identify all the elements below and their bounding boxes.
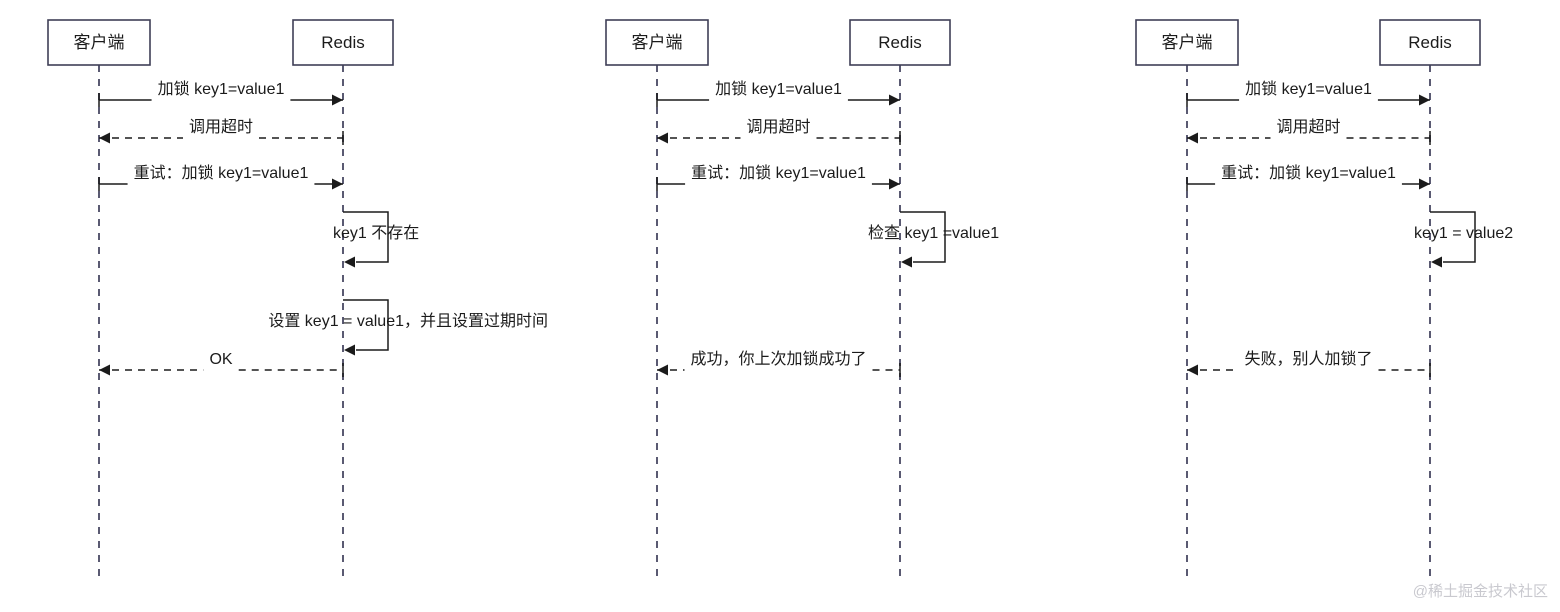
self-message-key-equals-value2: key1 = value2 <box>1414 211 1513 268</box>
arrow-head <box>344 344 355 356</box>
message-label-retry-lock-request: 重试：加锁 key1=value1 <box>134 164 309 182</box>
actor-box-rect-redis <box>292 19 394 66</box>
arrow-head <box>657 132 668 144</box>
arrow-head <box>99 132 110 144</box>
self-message-set-key-with-expiry: 设置 key1 = value1，并且设置过期时间 <box>268 299 548 356</box>
message-label-call-timeout: 调用超时 <box>746 118 810 136</box>
arrow-head <box>344 256 355 268</box>
arrow-head <box>1419 178 1430 190</box>
watermark: @稀土掘金技术社区 <box>1413 583 1548 600</box>
self-message-label-check-key-value: 检查 key1 =value1 <box>868 224 999 242</box>
actor-label-client: 客户端 <box>74 33 125 52</box>
message-lock-request: 加锁 key1=value1 <box>1186 80 1430 107</box>
actor-box-redis[interactable]: Redis <box>292 19 394 66</box>
message-label-call-timeout: 调用超时 <box>189 118 253 136</box>
actor-box-rect-client <box>47 19 151 66</box>
arrow-head <box>889 94 900 106</box>
self-message-key-not-exist: key1 不存在 <box>333 211 419 268</box>
message-label-call-timeout: 调用超时 <box>1276 118 1340 136</box>
self-message-label-key-not-exist: key1 不存在 <box>333 224 419 242</box>
actor-box-client[interactable]: 客户端 <box>605 19 709 66</box>
message-label-lock-request: 加锁 key1=value1 <box>1245 80 1372 98</box>
message-ok-response: OK <box>99 351 344 377</box>
arrow-head <box>1187 364 1198 376</box>
message-lock-request: 加锁 key1=value1 <box>98 80 343 107</box>
message-retry-lock-request: 重试：加锁 key1=value1 <box>98 164 343 191</box>
self-loop-path-check-key-value <box>900 211 946 263</box>
actor-label-redis: Redis <box>1408 33 1451 52</box>
actor-box-client[interactable]: 客户端 <box>1135 19 1239 66</box>
message-label-failure-response: 失败，别人加锁了 <box>1244 350 1372 368</box>
message-label-lock-request: 加锁 key1=value1 <box>158 80 285 98</box>
arrow-head <box>889 178 900 190</box>
actor-box-rect-client <box>605 19 709 66</box>
arrow-head <box>657 364 668 376</box>
actor-label-client: 客户端 <box>632 33 683 52</box>
message-retry-lock-request: 重试：加锁 key1=value1 <box>656 164 900 191</box>
message-label-lock-request: 加锁 key1=value1 <box>715 80 842 98</box>
arrow-head <box>332 94 343 106</box>
message-success-response: 成功，你上次加锁成功了 <box>657 350 901 377</box>
self-loop-path-set-key-with-expiry <box>343 299 389 351</box>
actor-label-redis: Redis <box>878 33 921 52</box>
message-lock-request: 加锁 key1=value1 <box>656 80 900 107</box>
actor-box-redis[interactable]: Redis <box>849 19 951 66</box>
message-label-success-response: 成功，你上次加锁成功了 <box>690 350 866 368</box>
message-label-retry-lock-request: 重试：加锁 key1=value1 <box>691 164 866 182</box>
actor-box-client[interactable]: 客户端 <box>47 19 151 66</box>
self-message-label-set-key-with-expiry: 设置 key1 = value1，并且设置过期时间 <box>268 312 548 330</box>
arrow-head <box>901 256 912 268</box>
message-call-timeout: 调用超时 <box>99 118 344 145</box>
arrow-head <box>1431 256 1442 268</box>
message-label-ok-response: OK <box>209 351 232 368</box>
arrow-head <box>332 178 343 190</box>
self-message-check-key-value: 检查 key1 =value1 <box>868 211 999 268</box>
actor-box-rect-redis <box>849 19 951 66</box>
self-message-label-key-equals-value2: key1 = value2 <box>1414 225 1513 242</box>
self-loop-path-key-not-exist <box>343 211 389 263</box>
message-label-retry-lock-request: 重试：加锁 key1=value1 <box>1221 164 1396 182</box>
actor-label-client: 客户端 <box>1162 33 1213 52</box>
actor-box-rect-redis <box>1379 19 1481 66</box>
self-loop-path-key-equals-value2 <box>1430 211 1476 263</box>
actor-box-redis[interactable]: Redis <box>1379 19 1481 66</box>
arrow-head <box>99 364 110 376</box>
message-failure-response: 失败，别人加锁了 <box>1187 350 1431 377</box>
message-call-timeout: 调用超时 <box>657 118 901 145</box>
arrow-head <box>1187 132 1198 144</box>
actor-box-rect-client <box>1135 19 1239 66</box>
message-retry-lock-request: 重试：加锁 key1=value1 <box>1186 164 1430 191</box>
message-call-timeout: 调用超时 <box>1187 118 1431 145</box>
arrow-head <box>1419 94 1430 106</box>
actor-label-redis: Redis <box>321 33 364 52</box>
